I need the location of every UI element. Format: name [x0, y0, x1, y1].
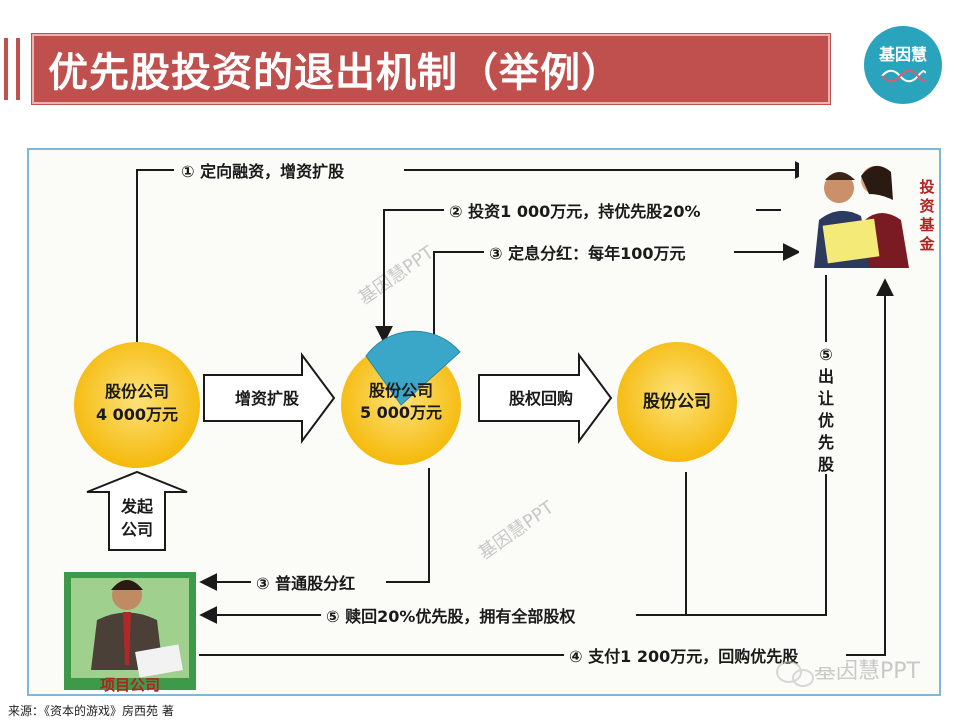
label-bg: [444, 198, 756, 222]
label-bg: [814, 342, 838, 474]
label-bg: [174, 158, 404, 182]
arrow-line-3b: [199, 468, 430, 591]
arrow-label-3b: ③ 普通股分红: [256, 574, 355, 593]
diagram-frame: 基因慧PPT 基因慧PPT 基因慧PPT ① 定向融资，增资扩股 ② 投资1 0…: [27, 148, 941, 696]
arrow-label-4: ④ 支付1 200万元，回购优先股: [569, 647, 799, 666]
v5-char: 优: [818, 411, 834, 430]
watermark: 基因慧PPT: [475, 497, 559, 565]
brand-logo: 基因慧: [864, 26, 942, 104]
company-1-value: 4 000万元: [96, 405, 178, 424]
watermark: 基因慧PPT: [355, 242, 439, 310]
v5-char: ⑤: [819, 345, 833, 364]
exit-mechanism-diagram: 基因慧PPT 基因慧PPT 基因慧PPT ① 定向融资，增资扩股 ② 投资1 0…: [64, 158, 935, 694]
v5-char: 股: [818, 455, 835, 474]
project-company-image: [64, 572, 196, 690]
logo-text: 基因慧: [878, 45, 927, 64]
company-circle-3: [617, 342, 737, 462]
block-arrow-1: [203, 351, 336, 445]
title-accent-bar: [16, 38, 20, 100]
wechat-watermark-icon: [776, 661, 814, 687]
title-accent-bar: [4, 38, 8, 100]
preferred-share-wedge: [365, 330, 461, 406]
arrow-label-1: ① 定向融资，增资扩股: [181, 162, 345, 181]
v5-char: 先: [818, 433, 834, 452]
arrow-label-2: ② 投资1 000万元，持优先股20%: [449, 202, 701, 221]
label-bg: [484, 240, 734, 264]
label-bg: [251, 570, 386, 594]
fund-label-char: 金: [918, 235, 935, 253]
fund-label-char: 资: [919, 197, 934, 215]
company-3-label: 股份公司: [643, 391, 711, 412]
company-2-label: 股份公司: [369, 381, 433, 400]
v5-char: 让: [818, 389, 834, 408]
label-bg: [321, 603, 636, 627]
fund-label-char: 投: [919, 178, 934, 196]
block-arrow-2: [478, 351, 613, 445]
company-circle-1: [74, 342, 200, 468]
company-2-value: 5 000万元: [360, 403, 442, 422]
block-arrow-up-label-1: 发起: [120, 497, 154, 516]
v5-char: 出: [818, 367, 834, 386]
label-bg: [564, 643, 846, 667]
page-title: 优先股投资的退出机制（举例）: [48, 50, 622, 96]
company-1-label: 股份公司: [105, 382, 169, 401]
arrow-line-2: [375, 209, 781, 344]
arrow-line-3: [433, 243, 801, 355]
arrow-label-3: ③ 定息分红：每年100万元: [489, 244, 686, 263]
block-arrow-1-label: 增资扩股: [235, 389, 300, 408]
title-banner: 优先股投资的退出机制（举例）: [32, 34, 830, 104]
arrow-line-1: [136, 161, 813, 342]
fund-label-char: 基: [918, 216, 935, 234]
block-arrow-2-label: 股权回购: [509, 389, 573, 408]
arrow-label-5: ⑤ 赎回20%优先股，拥有全部股权: [326, 607, 576, 626]
block-arrow-up-label-2: 公司: [121, 520, 153, 539]
project-company-label: 项目公司: [100, 676, 160, 694]
block-arrow-up: [86, 470, 188, 551]
dna-icon: [881, 69, 926, 83]
arrow-line-4: [199, 278, 894, 656]
source-caption: 来源：《资本的游戏》房西苑 著: [8, 704, 174, 718]
investment-fund-image: [799, 160, 911, 270]
